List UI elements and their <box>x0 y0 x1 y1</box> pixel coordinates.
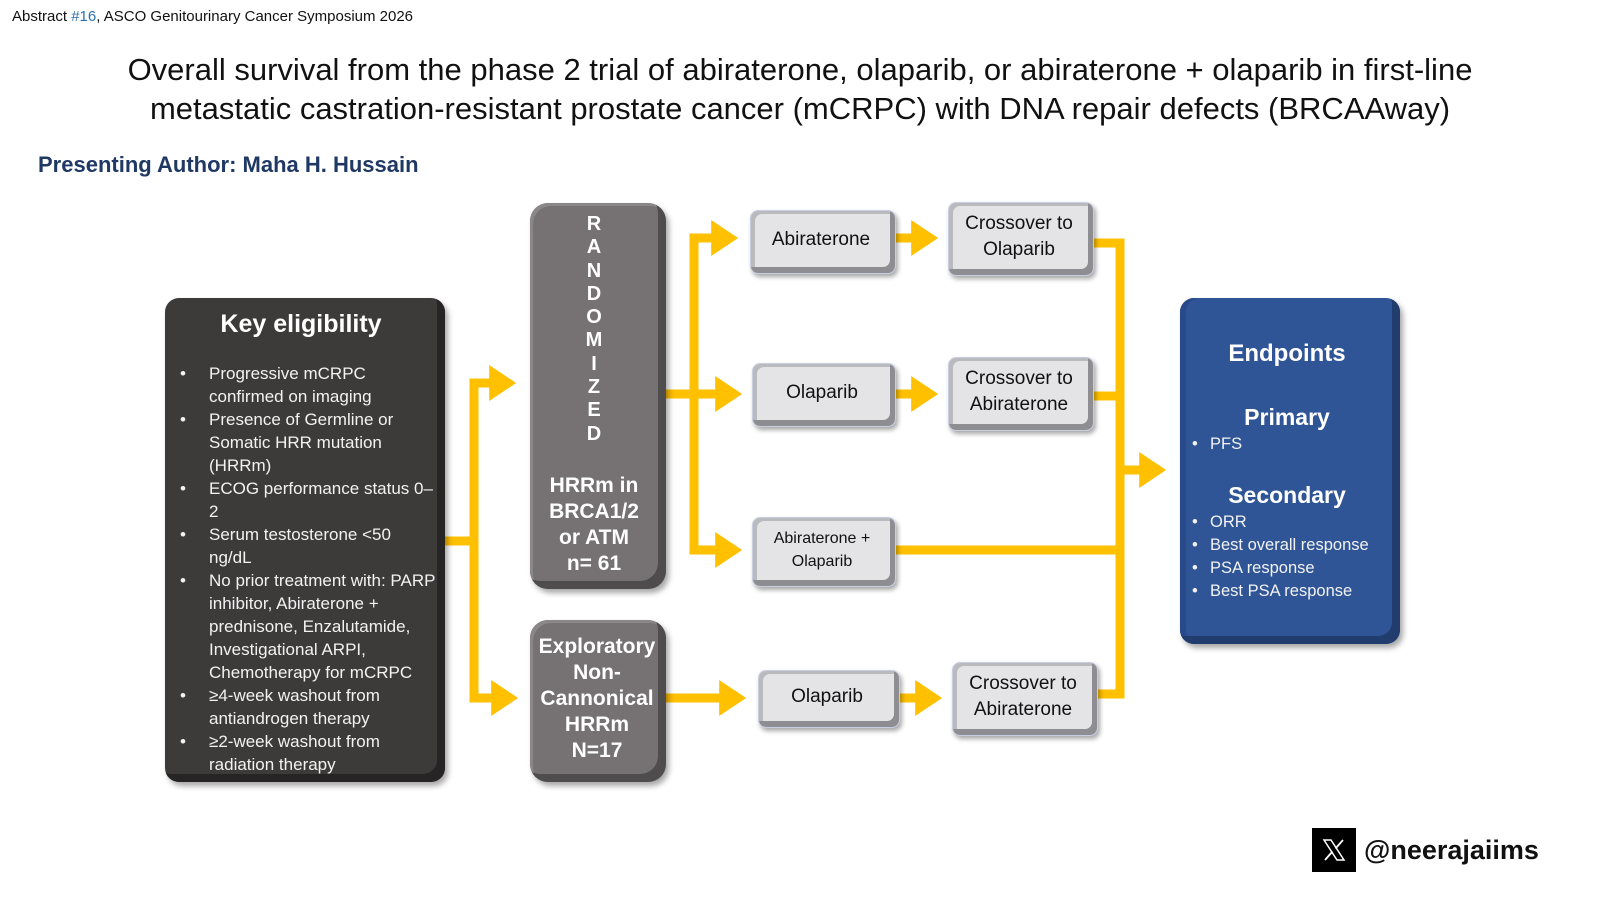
randomized-letter: O <box>586 306 602 329</box>
eligibility-item: ≥2-week washout from radiation therapy <box>180 730 437 776</box>
population-line: or ATM <box>559 526 629 549</box>
endpoint-item: ORR <box>1192 511 1369 534</box>
randomized-letter: E <box>587 399 601 422</box>
randomized-letter: D <box>586 422 602 445</box>
population-line: HRRm in <box>549 474 639 497</box>
abstract-label: Abstract <box>12 8 72 25</box>
primary-endpoint-list: PFS <box>1192 433 1242 456</box>
secondary-endpoint-heading: Secondary <box>1228 482 1346 508</box>
eligibility-item: ECOG performance status 0–2 <box>180 477 437 523</box>
eligibility-item: ≥4-week washout from antiandrogen therap… <box>180 684 437 730</box>
population-line: BRCA1/2 <box>549 500 639 523</box>
population-count: n= 61 <box>566 552 622 575</box>
arm-combo-label: Abiraterone + Olaparib <box>773 529 871 570</box>
randomized-label: R A N D O M I Z E D <box>530 213 658 446</box>
arrow-to-exploratory <box>469 537 519 716</box>
exploratory-line: Non- <box>573 661 621 684</box>
exploratory-label: Exploratory Non- Cannonical HRRm N=17 <box>530 634 664 764</box>
title-line-1: Overall survival from the phase 2 trial … <box>127 52 1473 87</box>
randomized-letter: D <box>586 282 602 305</box>
eligibility-item: Progressive mCRPC confirmed on imaging <box>180 362 437 408</box>
exploratory-line: HRRm <box>564 713 630 736</box>
x-logo-icon <box>1312 828 1356 872</box>
arm-abiraterone-olaparib: Abiraterone + Olaparib <box>752 517 896 587</box>
handle-text[interactable]: @neerajaiims <box>1364 834 1539 865</box>
crossover-label: Crossover to Abiraterone <box>965 367 1073 415</box>
social-handle: @neerajaiims <box>1312 828 1539 872</box>
randomized-letter: A <box>586 236 602 259</box>
exploratory-box: Exploratory Non- Cannonical HRRm N=17 <box>530 620 666 782</box>
endpoint-item: PFS <box>1192 433 1242 456</box>
eligibility-title: Key eligibility <box>220 310 382 338</box>
eligibility-list: Progressive mCRPC confirmed on imaging P… <box>180 362 437 776</box>
exploratory-line: Exploratory <box>538 635 656 658</box>
endpoint-item: PSA response <box>1192 557 1369 580</box>
arrow-to-randomized <box>469 365 517 545</box>
randomized-letter: N <box>586 259 602 282</box>
primary-endpoint-heading: Primary <box>1244 404 1330 430</box>
endpoint-item: Best PSA response <box>1192 580 1369 603</box>
eligibility-item: No prior treatment with: PARP inhibitor,… <box>180 569 437 684</box>
randomized-letter: M <box>585 329 603 352</box>
abstract-citation: Abstract #16, ASCO Genitourinary Cancer … <box>12 8 413 25</box>
randomized-letter: Z <box>587 376 601 399</box>
crossover-label: Crossover to Olaparib <box>965 212 1073 260</box>
exploratory-count: N=17 <box>571 739 623 762</box>
endpoints-title: Endpoints <box>1228 340 1346 367</box>
crossover-to-abiraterone: Crossover to Abiraterone <box>948 357 1094 431</box>
arrow-to-arm-3 <box>689 390 743 568</box>
crossover-label: Crossover to Abiraterone <box>969 672 1077 720</box>
slide-title: Overall survival from the phase 2 trial … <box>40 50 1560 128</box>
randomized-letter: R <box>586 213 602 235</box>
arm-exploratory-olaparib: Olaparib <box>758 670 900 728</box>
exploratory-line: Cannonical <box>540 687 654 710</box>
eligibility-box: Key eligibility Progressive mCRPC confir… <box>165 298 445 782</box>
randomized-box: R A N D O M I Z E D HRRm in BRCA1/2 or A… <box>530 203 666 589</box>
collector-line <box>1094 238 1125 699</box>
eligibility-item: Serum testosterone <50 ng/dL <box>180 523 437 569</box>
arrow-to-arm-1 <box>689 220 739 400</box>
abstract-number: #16 <box>71 8 97 25</box>
randomized-letter: I <box>591 352 597 375</box>
endpoint-item: Best overall response <box>1192 534 1369 557</box>
presenting-author: Presenting Author: Maha H. Hussain <box>38 152 419 177</box>
crossover-to-olaparib: Crossover to Olaparib <box>948 202 1094 276</box>
endpoints-box: Endpoints Primary PFS Secondary ORR Best… <box>1180 298 1400 644</box>
arm-abiraterone: Abiraterone <box>750 210 896 274</box>
title-line-2: metastatic castration-resistant prostate… <box>149 91 1451 126</box>
conference-name: , ASCO Genitourinary Cancer Symposium 20… <box>96 8 414 25</box>
randomized-population: HRRm in BRCA1/2 or ATM n= 61 <box>530 473 658 577</box>
exploratory-crossover-to-abiraterone: Crossover to Abiraterone <box>952 662 1098 736</box>
eligibility-item: Presence of Germline or Somatic HRR muta… <box>180 408 437 477</box>
arm-olaparib: Olaparib <box>752 363 896 427</box>
secondary-endpoint-list: ORR Best overall response PSA response B… <box>1192 511 1369 603</box>
